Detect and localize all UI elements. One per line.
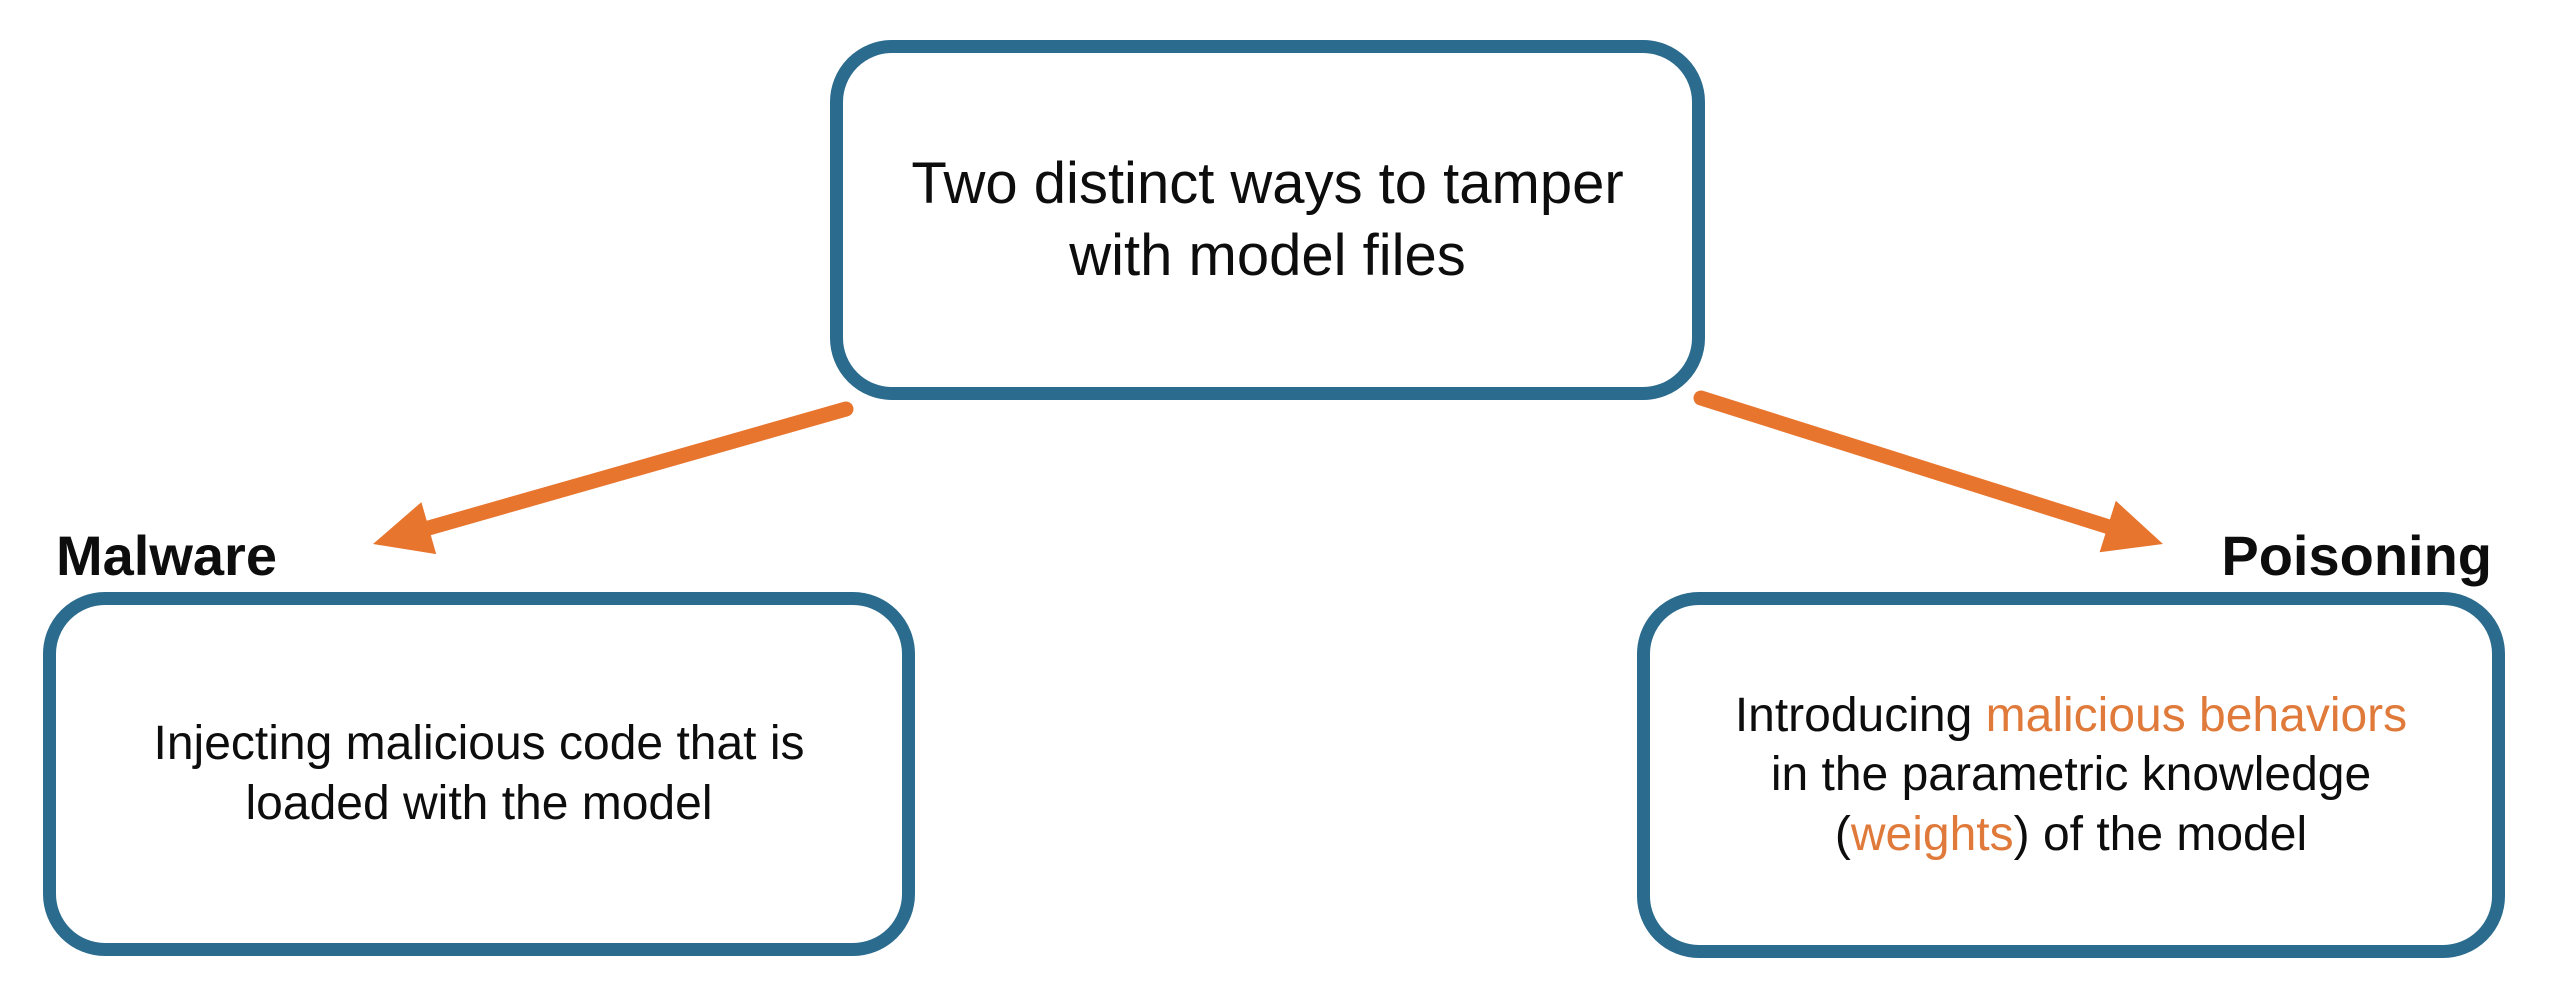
root-box-text: Two distinct ways to tamper with model f… [843, 148, 1692, 292]
malware-box-text: Injecting malicious code that is loaded … [56, 714, 902, 833]
poisoning-box: Introducing malicious behaviors in the p… [1637, 592, 2505, 958]
arrow-to-poisoning-icon [1693, 390, 2163, 553]
poisoning-line3-prefix: ( [1834, 807, 1851, 861]
poisoning-line3-suffix: ) of the model [2013, 807, 2308, 861]
root-box-line2: with model files [1069, 223, 1466, 288]
poisoning-box-text: Introducing malicious behaviors in the p… [1650, 686, 2492, 865]
arrow-to-malware-icon [373, 401, 854, 555]
malware-branch-label: Malware [56, 524, 277, 587]
poisoning-line1-highlight: malicious behaviors [1985, 688, 2408, 742]
poisoning-line2: in the parametric knowledge [1770, 748, 2372, 802]
root-box: Two distinct ways to tamper with model f… [830, 40, 1705, 400]
poisoning-line3-highlight: weights [1850, 807, 2014, 861]
root-box-line1: Two distinct ways to tamper [911, 151, 1624, 217]
poisoning-line1-prefix: Introducing [1734, 688, 1986, 742]
malware-box-line2: loaded with the model [245, 777, 713, 830]
poisoning-branch-label: Poisoning [2221, 524, 2492, 587]
malware-box-line1: Injecting malicious code that is [153, 717, 805, 771]
malware-box: Injecting malicious code that is loaded … [43, 592, 915, 956]
